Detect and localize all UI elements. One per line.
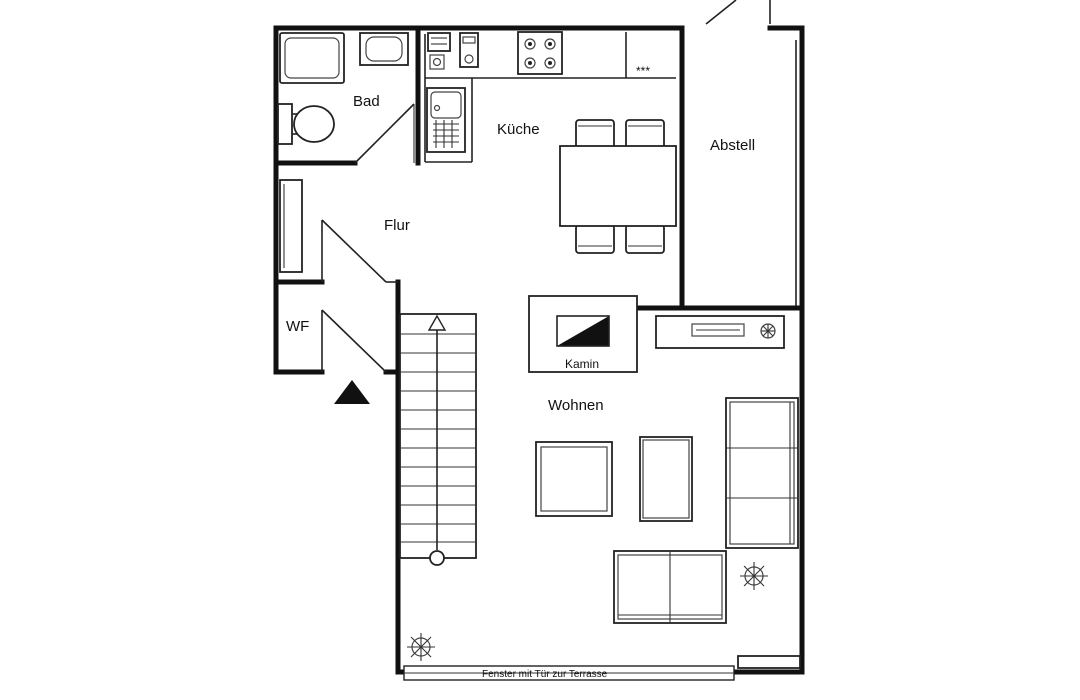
- room-label-kamin: Kamin: [565, 357, 599, 371]
- terrace-window: Fenster mit Tür zur Terrasse: [403, 665, 735, 681]
- room-label-kueche: Küche: [497, 121, 540, 138]
- room-label-abstell: Abstell: [710, 137, 755, 154]
- entrance-door: [705, 0, 771, 25]
- counter-mark: ***: [636, 64, 650, 78]
- window-door-label: Fenster mit Tür zur Terrasse: [482, 669, 608, 680]
- sideboard: [655, 315, 785, 349]
- sofa-right: [725, 397, 799, 549]
- toilet: [277, 103, 335, 145]
- room-label-flur: Flur: [384, 217, 410, 234]
- dining-table: [559, 119, 677, 254]
- room-flur: Flur: [279, 179, 410, 404]
- light-fixture-icon: [740, 562, 768, 590]
- room-label-wohnen: Wohnen: [548, 397, 604, 414]
- stove-burners-icon: [517, 31, 563, 75]
- fireplace: Kamin: [528, 295, 638, 373]
- wardrobe: [279, 179, 303, 273]
- radiator: [737, 655, 801, 669]
- inner-walls: [273, 25, 805, 311]
- armchair: [535, 441, 613, 517]
- sofa-bottom: [613, 550, 727, 624]
- room-label-wf: WF: [286, 318, 309, 335]
- staircase: [399, 313, 477, 566]
- room-wf: WF: [286, 318, 309, 335]
- oven-icon: [427, 32, 451, 52]
- light-fixture-icon: [760, 323, 776, 339]
- stair-arrow-icon: [427, 314, 447, 331]
- entrance-triangle-icon: [334, 380, 370, 404]
- room-bad: Bad: [277, 32, 415, 164]
- room-wohnen: Kamin Wohnen: [407, 295, 801, 669]
- room-kueche: *** Küche: [426, 31, 677, 254]
- room-abstell: Abstell: [710, 137, 755, 154]
- sink-icon: [426, 87, 466, 153]
- light-fixture-icon: [407, 633, 435, 661]
- room-label-bad: Bad: [353, 93, 380, 110]
